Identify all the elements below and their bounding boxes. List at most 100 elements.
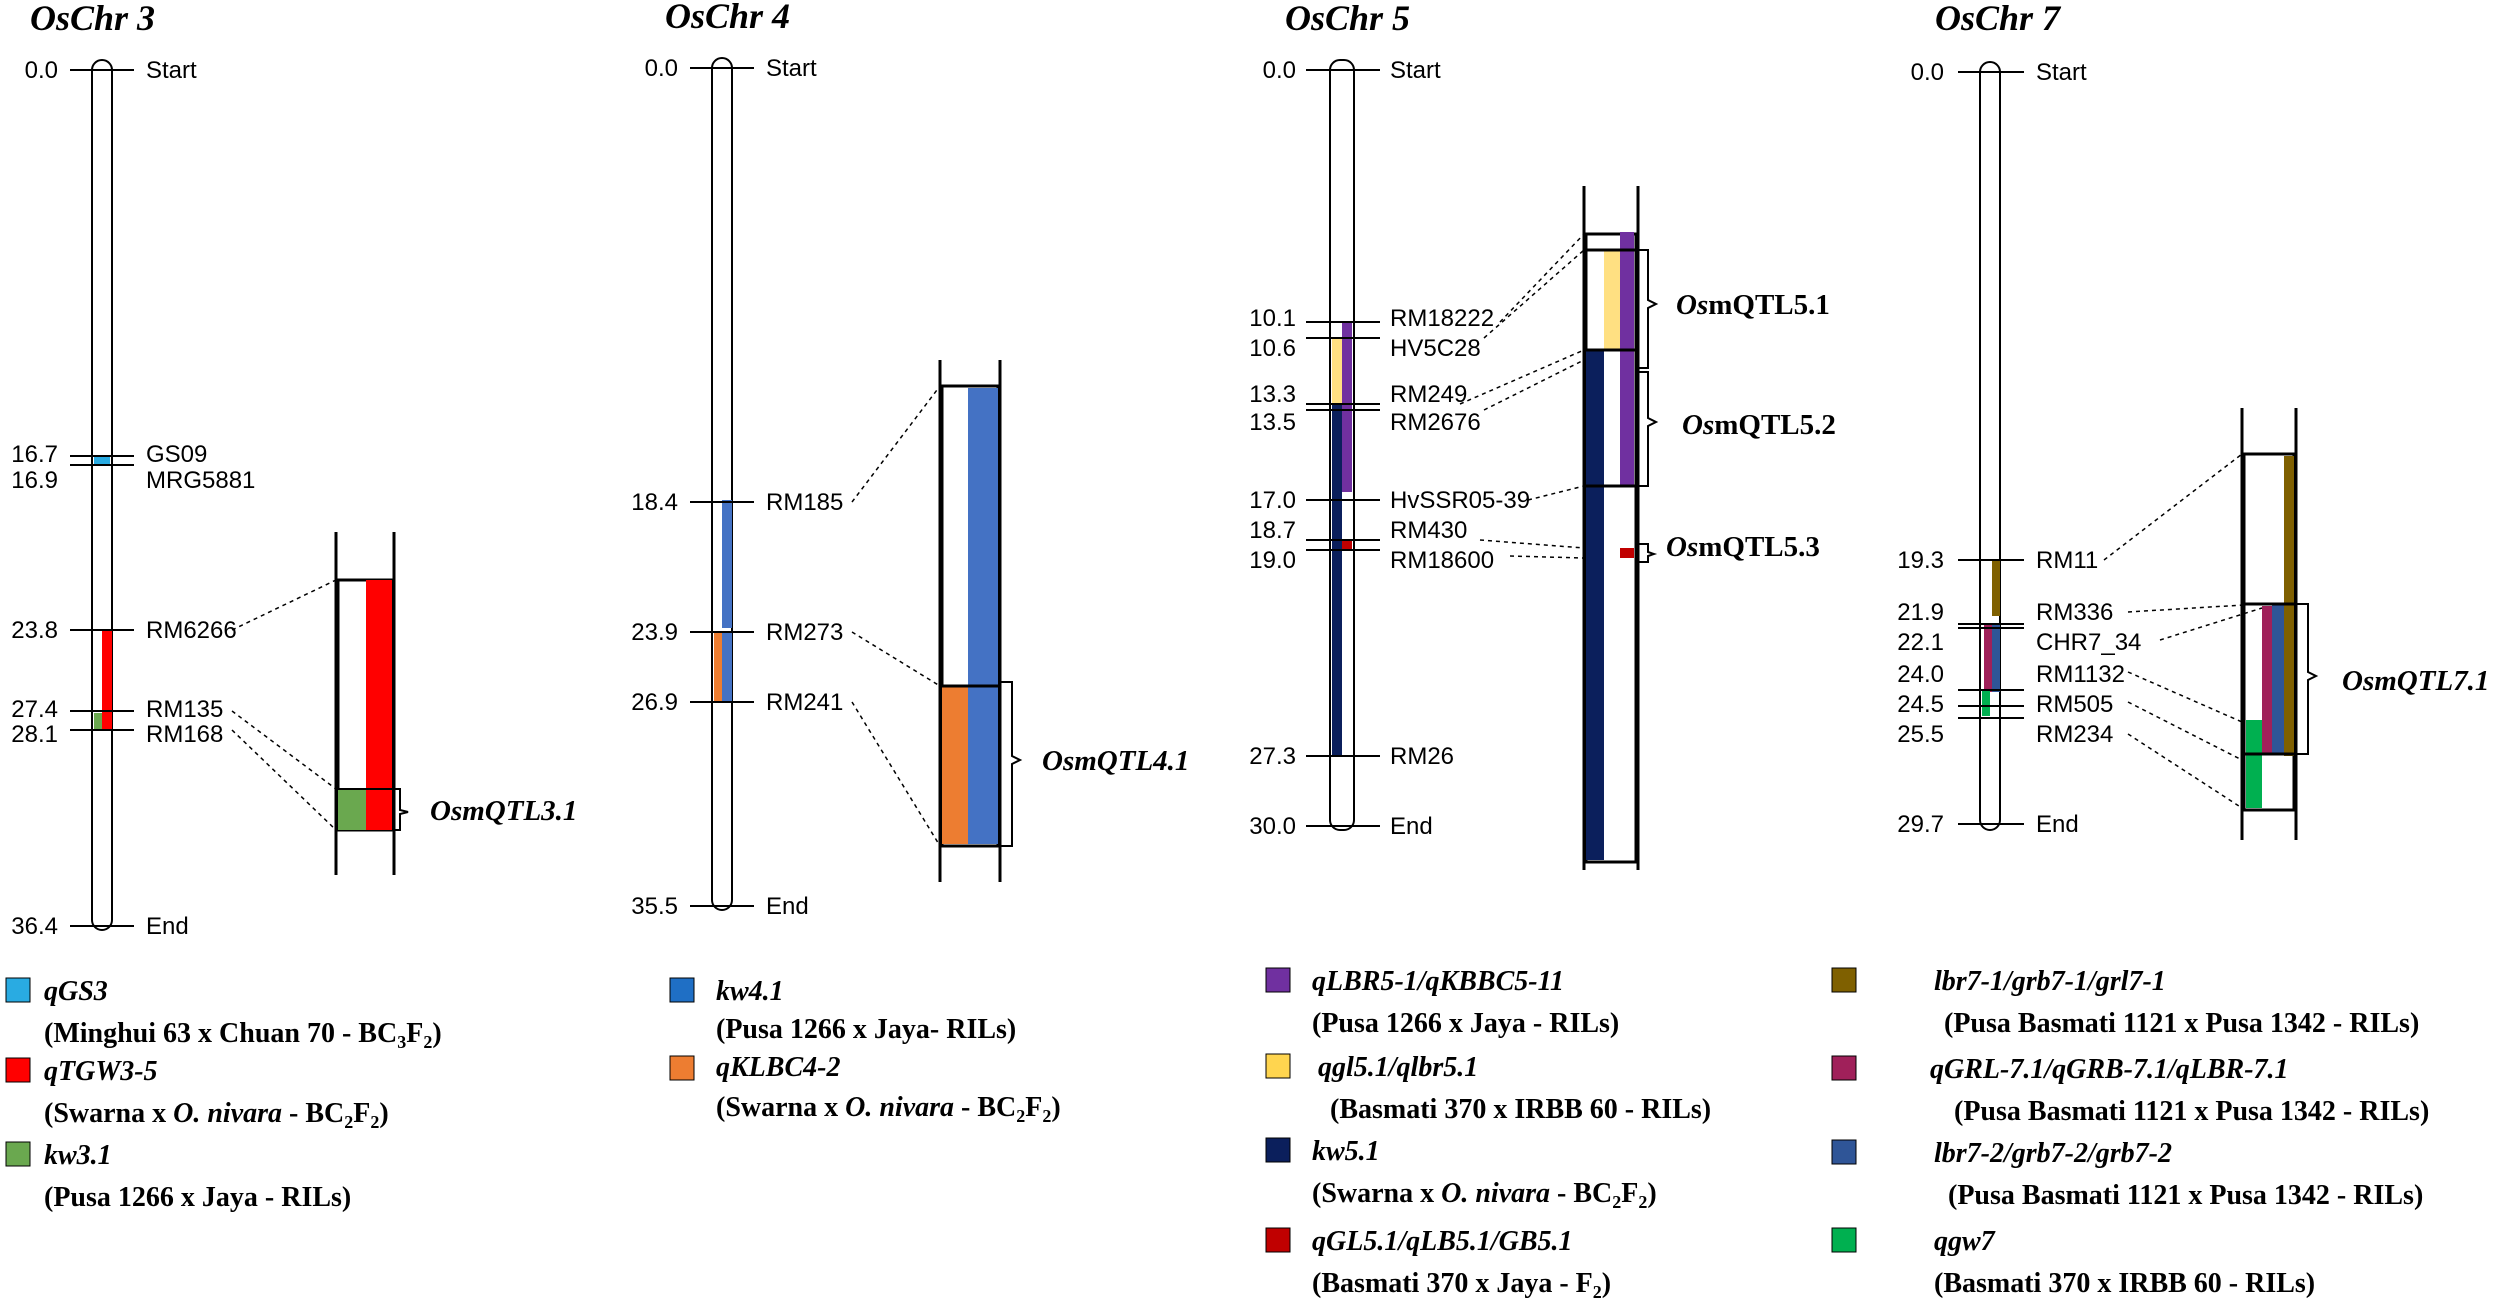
legend-swatch [1265, 967, 1291, 993]
chr7-group: 0.0 19.3 21.9 22.1 24.0 24.5 25.5 29.7 S… [1897, 59, 2489, 840]
legend-swatch [1265, 1053, 1291, 1079]
legend-cross: (Pusa 1266 x Jaya - RILs) [44, 1182, 351, 1213]
legend-cross: (Pusa Basmati 1121 x Pusa 1342 - RILs) [1954, 1096, 2429, 1127]
legend-qtl: kw5.1 [1312, 1136, 1380, 1167]
chr4-pos: 18.4 [631, 489, 678, 516]
legend-qtl: lbr7-1/grb7-1/grl7-1 [1934, 966, 2166, 997]
legend-qtl: qGL5.1/qLB5.1/GB5.1 [1312, 1226, 1573, 1257]
chr7-marker: RM234 [2036, 721, 2113, 748]
chr7-pos: 19.3 [1897, 547, 1944, 574]
legend-cross: (Basmati 370 x IRBB 60 - RILs) [1330, 1094, 1711, 1125]
legend-cross: (Pusa Basmati 1121 x Pusa 1342 - RILs) [1948, 1180, 2423, 1211]
legend-qtl: qLBR5-1/qKBBC5-11 [1312, 966, 1564, 997]
chr5-qlbr-band [1342, 322, 1352, 492]
legend-swatch [1265, 1137, 1291, 1163]
chr7-pos: 24.5 [1897, 691, 1944, 718]
chr5-pos: 27.3 [1249, 743, 1296, 770]
legend-swatch [5, 1057, 31, 1083]
chr3-group: 0.0 16.7 16.9 23.8 27.4 28.1 36.4 Start … [11, 57, 577, 940]
legend-swatch [5, 1141, 31, 1167]
chr4-pos: 26.9 [631, 689, 678, 716]
chr5-marker: RM249 [1390, 381, 1467, 408]
legend-cross: (Pusa 1266 x Jaya - RILs) [1312, 1008, 1619, 1039]
chr5-pos: 13.5 [1249, 409, 1296, 436]
chr7-qgw7-band [1982, 690, 1990, 716]
legend: qGS3 (Minghui 63 x Chuan 70 - BC3F2) qTG… [5, 966, 2429, 1302]
legend-qtl: qTGW3-5 [44, 1056, 158, 1087]
legend-cross: (Pusa Basmati 1121 x Pusa 1342 - RILs) [1944, 1008, 2419, 1039]
chr7-pos: 24.0 [1897, 661, 1944, 688]
legend-swatch [1831, 1139, 1857, 1165]
chr7-zoom [2240, 408, 2319, 840]
legend-swatch [669, 1055, 695, 1081]
legend-qtl: qGRL-7.1/qGRB-7.1/qLBR-7.1 [1930, 1054, 2289, 1085]
chr5-pos: 30.0 [1249, 813, 1296, 840]
legend-cross: (Swarna x O. nivara - BC2F2) [716, 1092, 1061, 1126]
chr7-marker: Start [2036, 59, 2087, 86]
chr5-marker: RM430 [1390, 517, 1467, 544]
chr4-body [711, 57, 733, 911]
legend-swatch [1265, 1227, 1291, 1253]
chr5-marker: RM2676 [1390, 409, 1481, 436]
osmqtl4-1-label: OsmQTL4.1 [1042, 745, 1189, 777]
legend-swatch [669, 977, 695, 1003]
legend-cross: (Swarna x O. nivara - BC2F2) [1312, 1178, 1657, 1212]
osmqtl5-1-label: OsmQTL5.1 [1676, 289, 1830, 321]
legend-qtl: qgl5.1/qlbr5.1 [1318, 1052, 1478, 1083]
chr4-marker: RM185 [766, 489, 843, 516]
chr4-marker: RM241 [766, 689, 843, 716]
chr3-qgs3-band [94, 456, 110, 464]
legend-swatch [1831, 1055, 1857, 1081]
chr3-pos: 0.0 [25, 57, 58, 84]
chr4-pos: 0.0 [645, 55, 678, 82]
chr3-marker: Start [146, 57, 197, 84]
chr5-kw51-band [1332, 404, 1342, 756]
chr7-title: OsChr 7 [1935, 0, 2062, 38]
osmqtl5-2-label: OsmQTL5.2 [1682, 409, 1836, 441]
chr3-title: OsChr 3 [30, 0, 155, 38]
chr4-pos: 35.5 [631, 893, 678, 920]
legend-qtl: qgw7 [1934, 1226, 1996, 1257]
chr7-marker: RM336 [2036, 599, 2113, 626]
osmqtl3-1-label: OsmQTL3.1 [430, 795, 577, 827]
chr7-marker: RM11 [2036, 547, 2098, 574]
legend-qtl: qGS3 [44, 976, 108, 1007]
chr3-marker: RM168 [146, 721, 223, 748]
chr5-marker: End [1390, 813, 1433, 840]
legend-qtl: qKLBC4-2 [716, 1052, 840, 1083]
chr7-marker: End [2036, 811, 2079, 838]
osmqtl5-3-label: OsmQTL5.3 [1666, 531, 1820, 563]
chr7-pos: 22.1 [1897, 629, 1944, 656]
legend-qtl: kw4.1 [716, 976, 784, 1007]
chr5-pos: 10.1 [1249, 305, 1296, 332]
chr3-marker: End [146, 913, 189, 940]
legend-cross: (Minghui 63 x Chuan 70 - BC3F2) [44, 1018, 442, 1052]
legend-swatch [1831, 967, 1857, 993]
chr3-pos: 27.4 [11, 696, 58, 723]
legend-swatch [1831, 1227, 1857, 1253]
chr5-marker: RM26 [1390, 743, 1454, 770]
chr5-pos: 17.0 [1249, 487, 1296, 514]
legend-cross: (Basmati 370 x IRBB 60 - RILs) [1934, 1268, 2315, 1299]
chr3-qtgw3-band [102, 630, 112, 730]
chr5-marker: Start [1390, 57, 1441, 84]
chr4-zoom [938, 360, 1023, 882]
chr3-marker: MRG5881 [146, 467, 255, 494]
chr7-pos: 0.0 [1911, 59, 1944, 86]
chr3-pos: 36.4 [11, 913, 58, 940]
legend-cross: (Pusa 1266 x Jaya- RILs) [716, 1014, 1016, 1045]
chr5-pos: 0.0 [1263, 57, 1296, 84]
legend-cross: (Basmati 370 x Jaya - F2) [1312, 1268, 1611, 1302]
chr5-marker: RM18222 [1390, 305, 1494, 332]
chr4-marker: End [766, 893, 809, 920]
chr7-marker: CHR7_34 [2036, 629, 2141, 656]
legend-swatch [5, 977, 31, 1003]
chr5-marker: HvSSR05-39 [1390, 487, 1530, 514]
chr3-pos: 16.9 [11, 467, 58, 494]
chr4-pos: 23.9 [631, 619, 678, 646]
chr3-zoom [334, 532, 409, 875]
chr3-pos: 16.7 [11, 441, 58, 468]
chr3-pos: 23.8 [11, 617, 58, 644]
legend-qtl: kw3.1 [44, 1140, 112, 1171]
